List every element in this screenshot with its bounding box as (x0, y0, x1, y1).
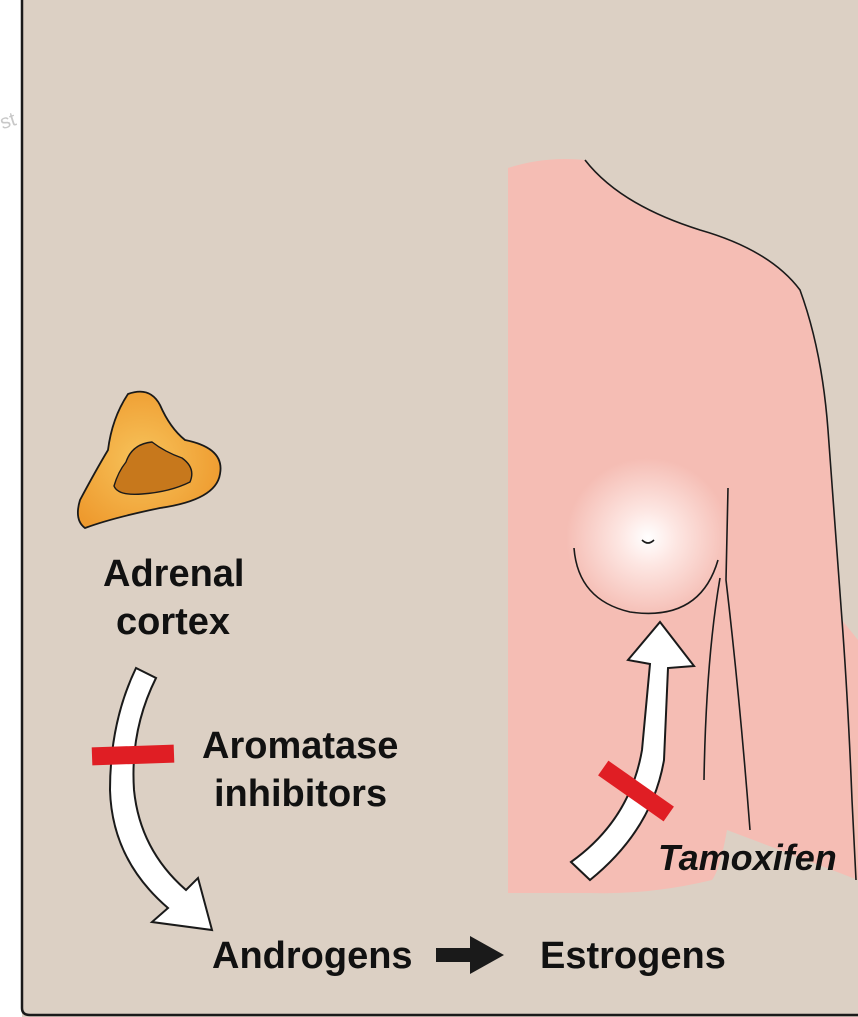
androgens-label: Androgens (212, 935, 413, 977)
adrenal-cortex-label-line1: Adrenal (103, 553, 244, 595)
watermark-text: st (0, 108, 19, 134)
aromatase-inhibitors-label-line1: Aromatase (202, 725, 398, 767)
tamoxifen-label: Tamoxifen (658, 837, 837, 878)
adrenal-cortex-label-line2: cortex (116, 601, 230, 643)
aromatase-block-bar (92, 745, 175, 766)
estrogens-label: Estrogens (540, 935, 726, 977)
aromatase-inhibitors-label-line2: inhibitors (214, 773, 387, 815)
